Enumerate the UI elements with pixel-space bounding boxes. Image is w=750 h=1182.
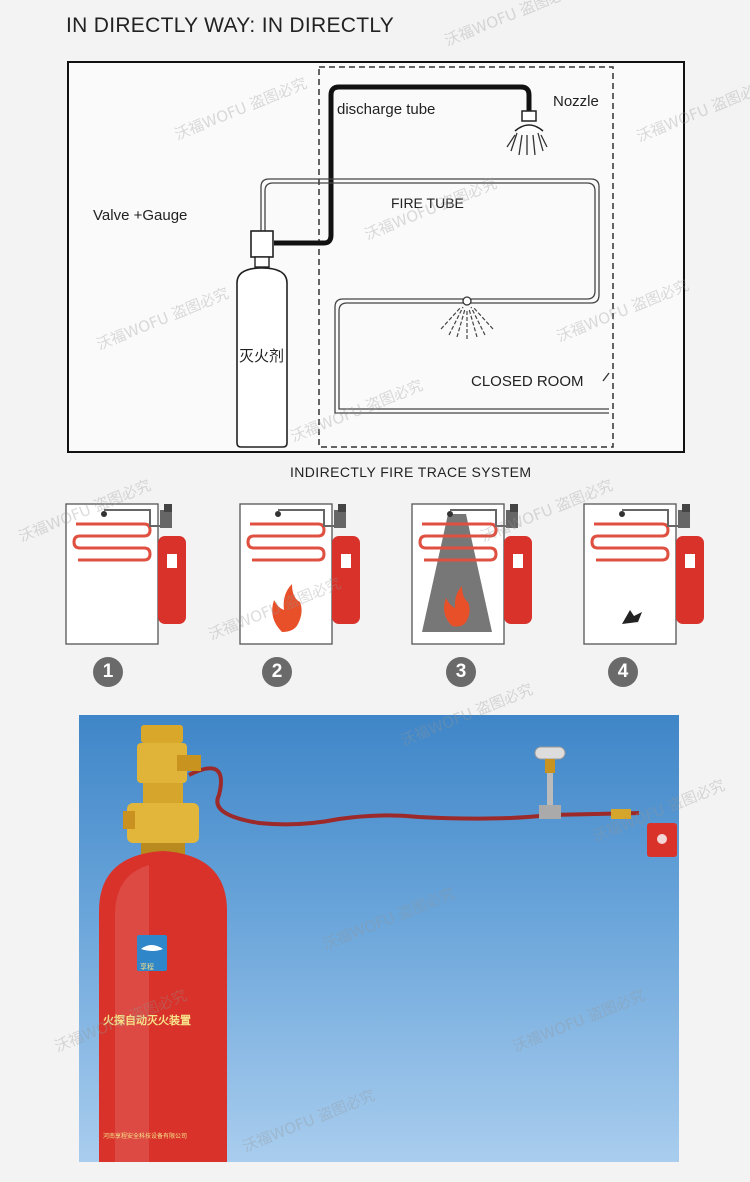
flame-icon	[444, 586, 470, 627]
fire-tube-line	[260, 178, 609, 414]
flame-icon	[272, 584, 302, 632]
logo-tile	[137, 935, 167, 971]
product-photo: 享程 火探自动灭火装置 河南享程安全科技设备有限公司	[79, 715, 679, 1162]
valve-icon	[250, 230, 274, 258]
page-heading: IN DIRECTLY WAY: IN DIRECTLY	[66, 14, 395, 37]
nozzle-icon	[506, 110, 548, 156]
step-1-panel	[64, 500, 188, 650]
cylinder-footer-text: 河南享程安全科技设备有限公司	[103, 1133, 188, 1140]
step-2-panel	[238, 500, 362, 650]
step-badge-1: 1	[93, 657, 123, 687]
diagram-drawing	[236, 66, 614, 448]
step-badge-4: 4	[608, 657, 638, 687]
step-4-panel	[582, 500, 706, 650]
discharge-tube-label: discharge tube	[337, 101, 436, 118]
discharge-tube-line	[274, 84, 532, 246]
cylinder-logo-text: 享程	[140, 963, 154, 971]
red-cylinder	[99, 851, 227, 1162]
sprinkler-icon	[440, 296, 494, 339]
cylinder-label: 火探自动灭火装置	[103, 1014, 191, 1027]
step-3-panel	[410, 500, 534, 650]
indirect-system-diagram: discharge tube Nozzle Valve +Gauge FIRE …	[67, 61, 685, 453]
closed-room-label: CLOSED ROOM	[471, 373, 584, 390]
step-badge-3: 3	[446, 657, 476, 687]
valve-gauge-label: Valve +Gauge	[93, 207, 188, 224]
extinguished-smoke-icon	[622, 610, 642, 624]
cylinder-outline	[236, 267, 288, 448]
agent-label: 灭火剂	[239, 347, 285, 365]
nozzle-label: Nozzle	[553, 93, 599, 110]
watermark: 沃福WOFU 盗图必究	[441, 0, 580, 50]
closed-room-boundary	[318, 66, 614, 448]
fire-tube-label: FIRE TUBE	[391, 195, 464, 211]
step-badge-2: 2	[262, 657, 292, 687]
section-title: INDIRECTLY FIRE TRACE SYSTEM	[290, 464, 532, 480]
